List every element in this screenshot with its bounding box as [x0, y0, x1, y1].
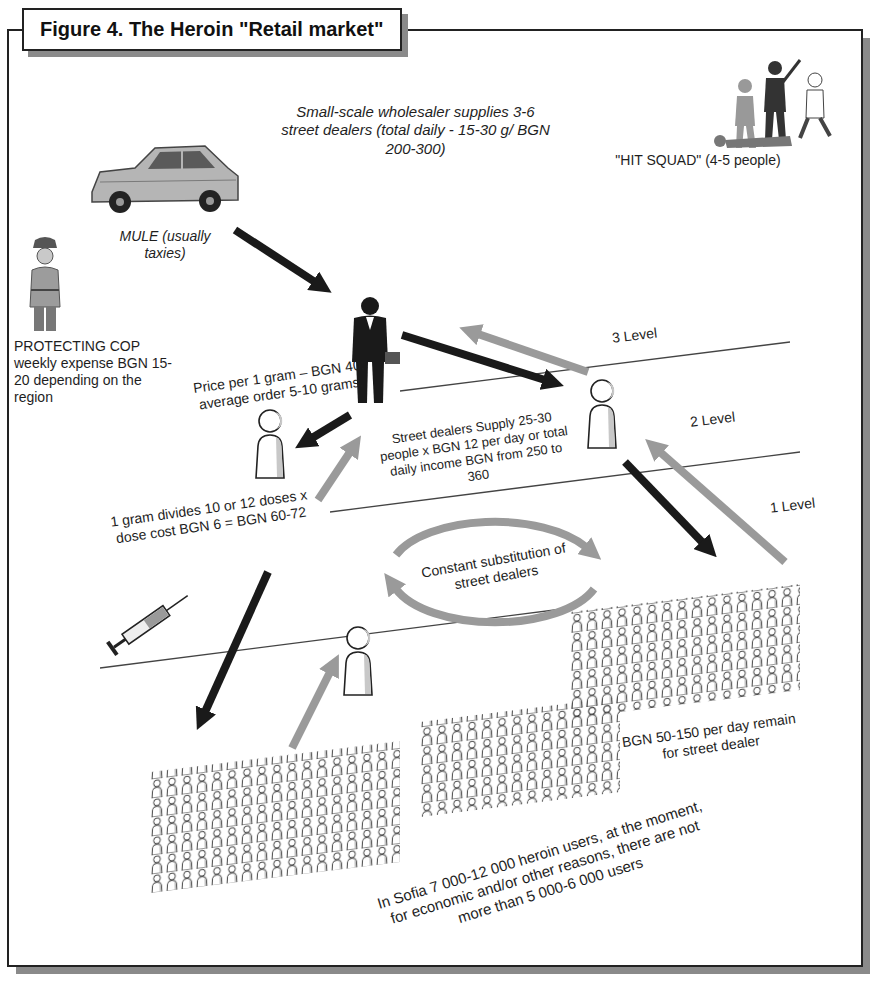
cop-note: PROTECTING COP weekly expense BGN 15-20 …	[14, 338, 179, 406]
cop-leg	[34, 307, 44, 331]
cop-head	[37, 248, 53, 264]
squad-head	[738, 79, 752, 93]
squad-head	[768, 61, 782, 75]
syringe-plunger-end	[106, 641, 118, 656]
dealer-figure	[256, 410, 284, 478]
substitution-note: Constant substitution of street dealers	[418, 539, 572, 599]
money-arrow	[660, 452, 785, 562]
level-label: 3 Level	[611, 322, 677, 347]
squad-bat	[783, 60, 800, 82]
money-arrow	[478, 334, 588, 372]
cycle-arrow	[396, 589, 594, 622]
level-line	[100, 608, 570, 668]
cop-figure	[30, 237, 60, 331]
syringe-liquid	[144, 607, 169, 628]
cop-body	[30, 267, 60, 307]
wholesaler-head	[361, 297, 379, 315]
cop-belt	[31, 289, 59, 291]
car-pillar	[181, 151, 183, 169]
wholesaler-shirt	[366, 317, 374, 330]
wholesaler-body	[352, 316, 388, 363]
dose-note: 1 gram divides 10 or 12 doses x dose cos…	[104, 486, 317, 549]
users-note: In Sofia 7 000-12 000 heroin users, at t…	[370, 795, 721, 950]
squad-body	[735, 96, 755, 126]
user-crowd	[570, 584, 800, 718]
syringe-plunger	[114, 639, 125, 647]
cop-cap	[33, 237, 57, 248]
money-arrow	[292, 672, 330, 748]
squad-victim	[725, 136, 792, 148]
figure-title: Figure 4. The Heroin "Retail market"	[22, 8, 402, 51]
dealer-profit-note: BGN 50-150 per day remain for street dea…	[618, 710, 801, 769]
supply-arrow	[205, 572, 268, 712]
briefcase	[385, 352, 400, 364]
figure-frame	[8, 30, 862, 966]
mule-label: MULE (usually taxies)	[105, 228, 225, 262]
syringe	[106, 589, 192, 656]
squad-head	[808, 73, 822, 87]
car-wheel	[199, 190, 221, 212]
supply-arrow	[625, 462, 703, 543]
hit-squad-label: "HIT SQUAD" (4-5 people)	[598, 152, 798, 169]
squad-body	[764, 78, 786, 112]
car	[92, 146, 238, 213]
car-hub	[116, 198, 124, 206]
syringe-needle	[166, 596, 187, 611]
wholesaler-note: Small-scale wholesaler supplies 3-6 stre…	[278, 103, 553, 158]
squad-body	[806, 90, 824, 118]
car-hub	[206, 197, 214, 205]
price-note: Price per 1 gram – BGN 40; average order…	[179, 354, 382, 416]
hit-squad-figures	[714, 60, 830, 148]
squad-legs	[800, 118, 830, 138]
squad-legs	[765, 112, 786, 140]
money-arrow	[318, 452, 350, 500]
dealer-figure	[344, 627, 372, 695]
dealer-figure	[588, 380, 616, 448]
car-wheel	[109, 191, 131, 213]
squad-head	[714, 135, 726, 147]
level-label: 2 Level	[689, 406, 755, 431]
car-window	[148, 151, 215, 169]
cop-leg	[46, 307, 56, 331]
supply-arrow	[312, 415, 350, 438]
user-crowd	[150, 741, 400, 893]
dealer-note: Street dealers Supply 25-30 people x BGN…	[377, 407, 574, 496]
supply-arrow	[402, 335, 545, 380]
street-dealers	[256, 380, 616, 695]
wholesaler-leg	[372, 362, 384, 403]
syringe-barrel	[122, 606, 170, 645]
level-label: 1 Level	[769, 492, 835, 517]
supply-arrow	[235, 230, 315, 282]
car-trim	[100, 180, 236, 182]
